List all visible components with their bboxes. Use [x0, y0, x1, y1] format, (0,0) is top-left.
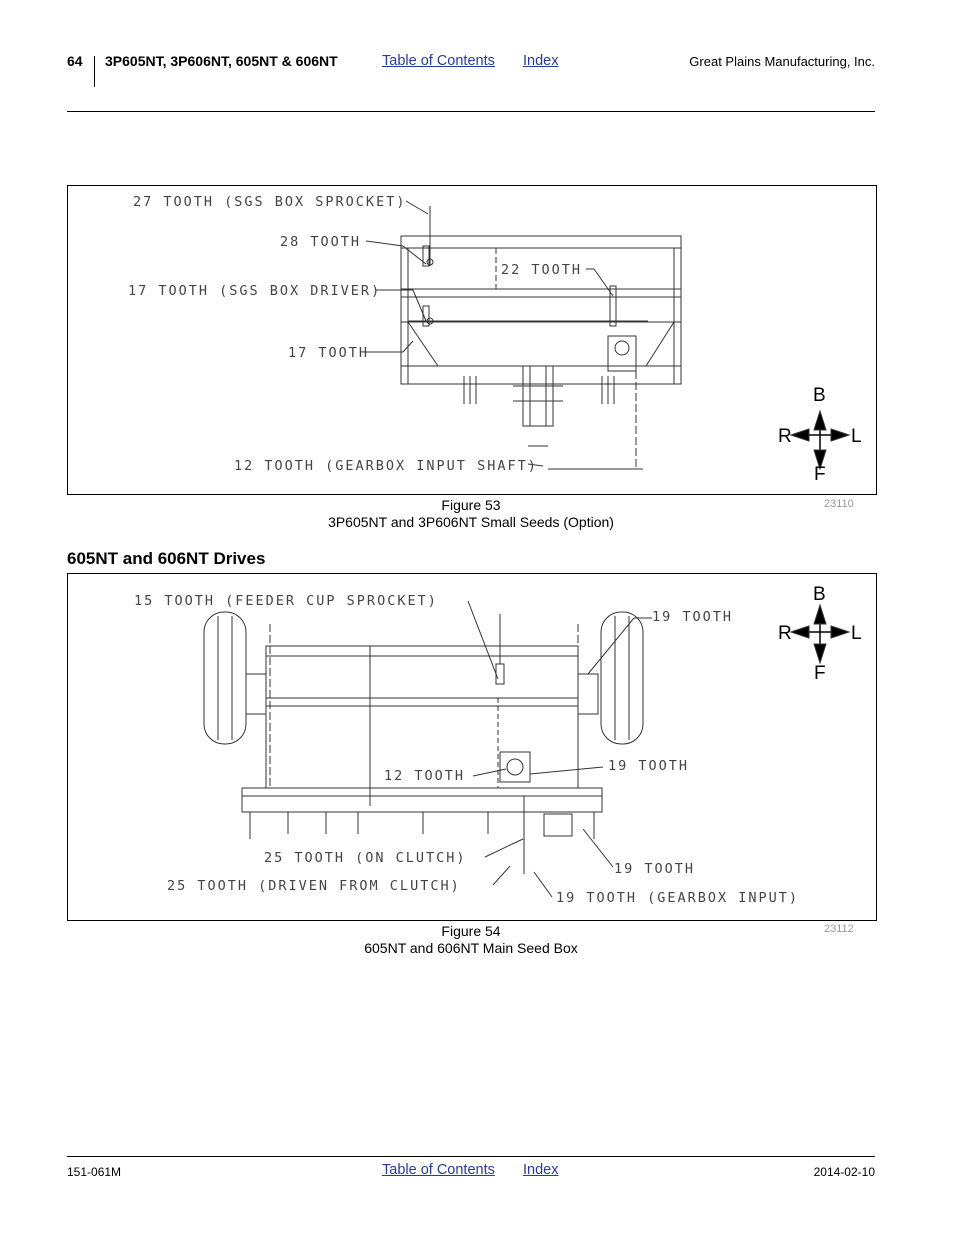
figure-54: 15 TOOTH (FEEDER CUP SPROCKET) 19 TOOTH … [67, 573, 877, 921]
fig54-label-25-tooth-driven: 25 TOOTH (DRIVEN FROM CLUTCH) [167, 878, 461, 894]
fig53-label-22-tooth: 22 TOOTH [501, 262, 582, 278]
figure-53-title: 3P605NT and 3P606NT Small Seeds (Option) [328, 514, 614, 530]
header-toc-link[interactable]: Table of Contents [382, 53, 495, 69]
compass-l: L [851, 623, 862, 644]
page-number: 64 [67, 53, 83, 69]
section-heading: 605NT and 606NT Drives [67, 549, 266, 568]
footer-toc-link[interactable]: Table of Contents [382, 1162, 495, 1178]
fig54-label-19-tooth-gearbox: 19 TOOTH (GEARBOX INPUT) [556, 890, 799, 906]
header-index-link[interactable]: Index [523, 53, 559, 69]
compass-f: F [814, 663, 826, 684]
compass-b: B [813, 584, 826, 605]
fig54-label-19-tooth-mid: 19 TOOTH [608, 758, 689, 774]
doc-date: 2014-02-10 [813, 1165, 875, 1179]
compass-r: R [778, 426, 792, 447]
figure-54-title: 605NT and 606NT Main Seed Box [364, 940, 578, 956]
fig53-label-17-tooth-driver: 17 TOOTH (SGS BOX DRIVER) [128, 283, 381, 299]
footer-index-link[interactable]: Index [523, 1162, 559, 1178]
figure-53-drawing: 27 TOOTH (SGS BOX SPROCKET) 28 TOOTH 17 … [128, 194, 862, 485]
footer-rule [67, 1156, 875, 1157]
document-title: 3P605NT, 3P606NT, 605NT & 606NT [105, 53, 338, 69]
doc-number: 151-061M [67, 1165, 122, 1179]
compass-r: R [778, 623, 792, 644]
company-name: Great Plains Manufacturing, Inc. [689, 54, 875, 69]
figure-53-caption: Figure 53 3P605NT and 3P606NT Small Seed… [67, 497, 875, 531]
fig53-label-17-tooth: 17 TOOTH [288, 345, 369, 361]
compass-f: F [814, 464, 826, 485]
fig53-label-28-tooth: 28 TOOTH [280, 234, 361, 250]
fig54-label-12-tooth: 12 TOOTH [384, 768, 465, 784]
compass-b: B [813, 385, 826, 406]
fig54-label-25-tooth-clutch: 25 TOOTH (ON CLUTCH) [264, 850, 467, 866]
fig53-label-27-tooth: 27 TOOTH (SGS BOX SPROCKET) [133, 194, 406, 210]
header-divider [94, 56, 95, 87]
figure-54-caption: Figure 54 605NT and 606NT Main Seed Box [67, 923, 875, 957]
figure-53-image-id: 23110 [824, 498, 854, 510]
fig54-label-15-tooth: 15 TOOTH (FEEDER CUP SPROCKET) [134, 593, 438, 609]
figure-54-number: Figure 54 [441, 923, 501, 939]
figure-54-drawing: 15 TOOTH (FEEDER CUP SPROCKET) 19 TOOTH … [134, 584, 862, 906]
fig54-label-19-tooth-top: 19 TOOTH [652, 609, 733, 625]
figure-54-image-id: 23112 [824, 923, 854, 935]
fig53-label-12-tooth: 12 TOOTH (GEARBOX INPUT SHAFT) [234, 458, 538, 474]
compass-l: L [851, 426, 862, 447]
figure-53-number: Figure 53 [441, 497, 501, 513]
fig54-label-19-tooth-low: 19 TOOTH [614, 861, 695, 877]
figure-53: 27 TOOTH (SGS BOX SPROCKET) 28 TOOTH 17 … [67, 185, 877, 495]
header-rule [67, 111, 875, 112]
